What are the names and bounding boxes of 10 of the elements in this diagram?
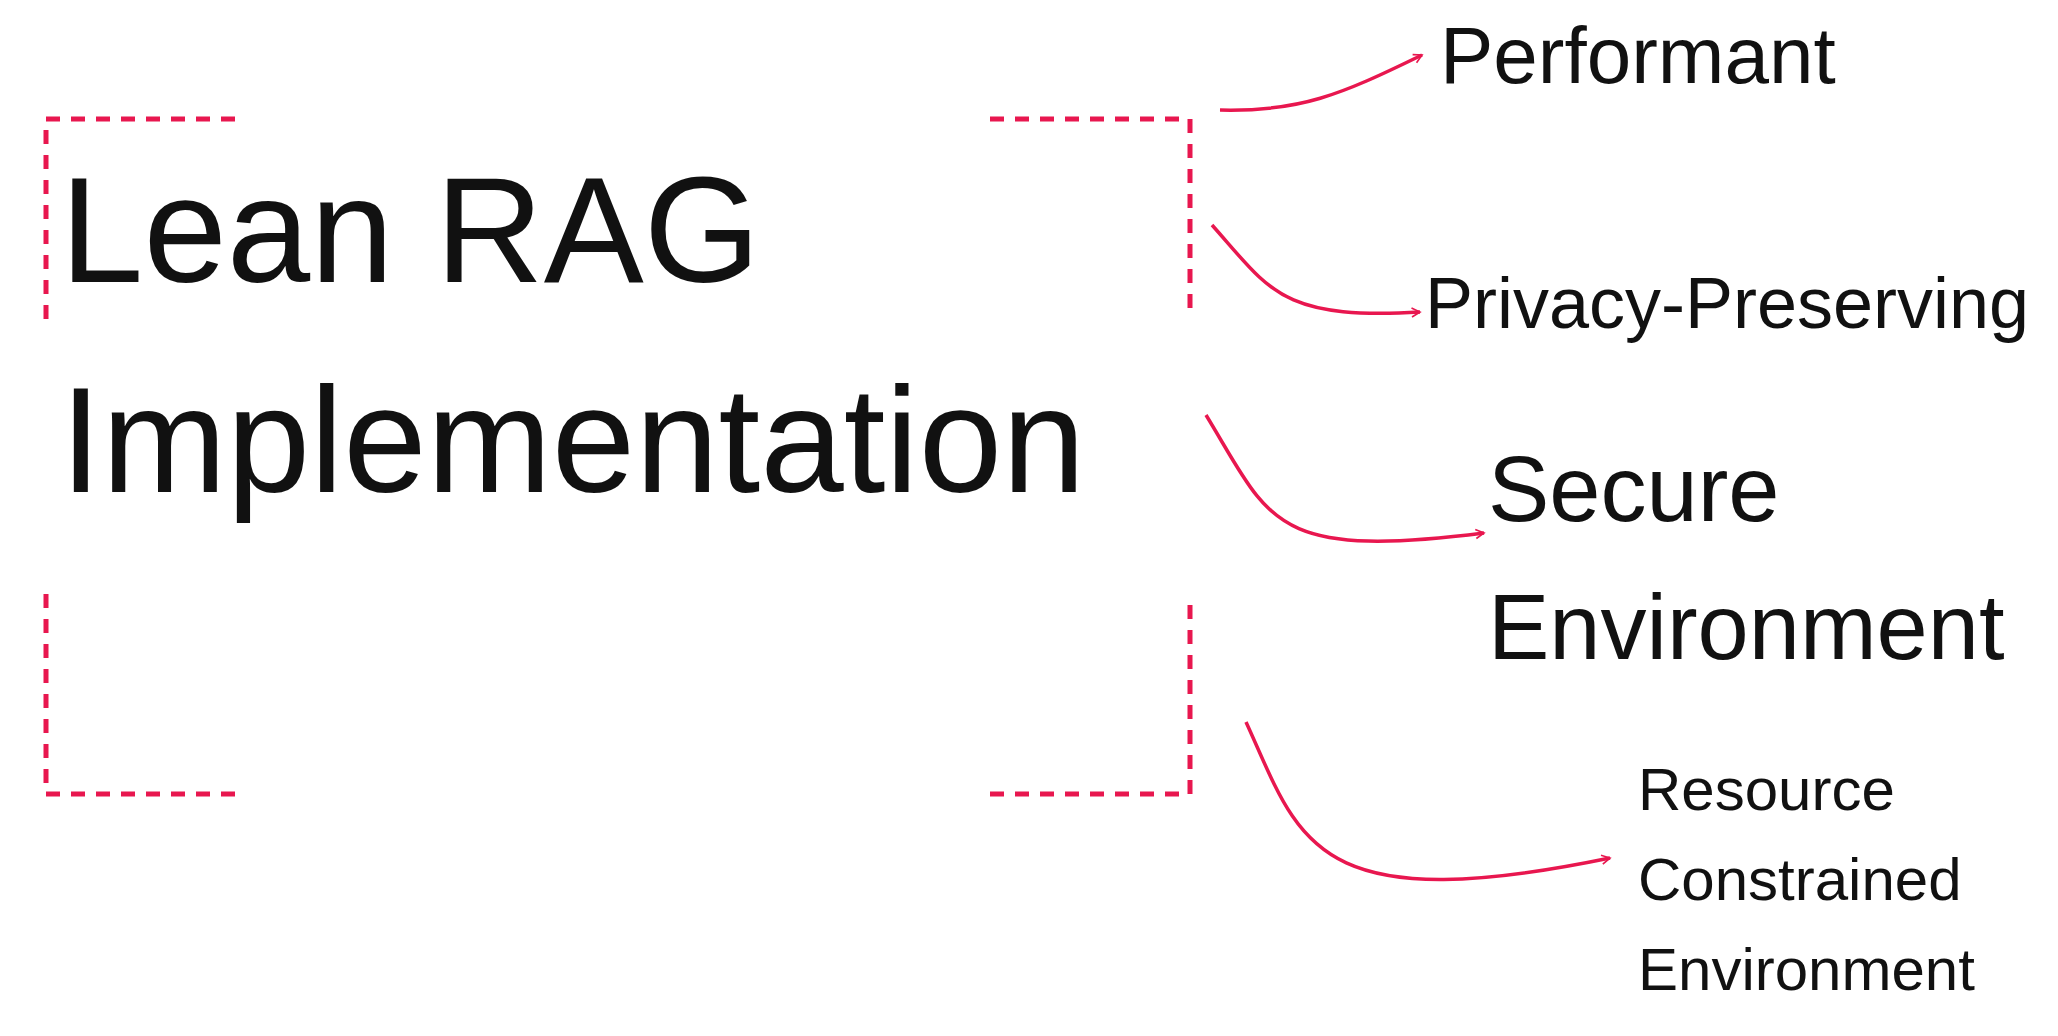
arrow — [1244, 721, 1611, 882]
arrow — [1204, 414, 1485, 543]
label-text: Performant — [1440, 10, 1837, 102]
label-text: Resource Constrained Environment — [1638, 755, 1976, 1005]
arrow — [1220, 53, 1423, 112]
title-text: Lean RAG Implementation — [60, 145, 1087, 526]
label-text: Privacy-Preserving — [1425, 262, 2031, 345]
arrow — [1210, 223, 1421, 318]
label-text: Secure Environment — [1488, 437, 2006, 680]
bracket-frame — [42, 115, 1194, 798]
